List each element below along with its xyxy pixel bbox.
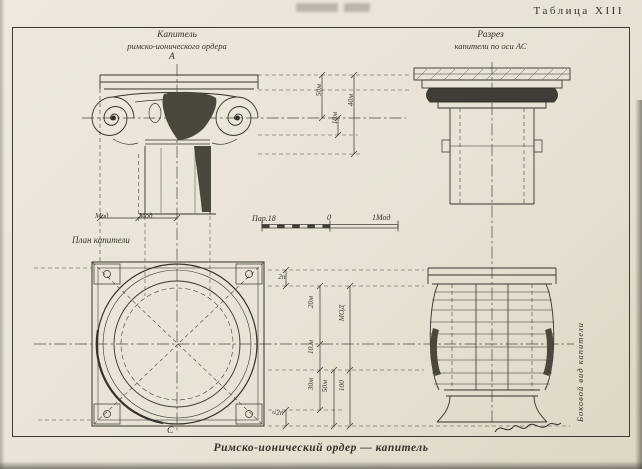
dimension-label-10m-top: 10м	[330, 112, 339, 125]
dimension-label-10m: 10.м	[306, 340, 315, 355]
print-bleed-artifact	[296, 3, 338, 12]
volute-right-eye	[235, 115, 240, 121]
bolster-shadow-right	[543, 328, 554, 376]
dimension-chains-middle	[282, 266, 354, 430]
dimension-label-50m-top: 50м	[314, 84, 323, 97]
dimension-label-mod-1: Мод	[95, 211, 109, 220]
centerlines	[34, 62, 574, 430]
plan-title: План капители	[72, 235, 130, 245]
plan-corner-volutes	[93, 263, 263, 425]
dimension-label-100: 100	[337, 380, 346, 392]
side-view	[427, 267, 557, 423]
elevation-view	[91, 74, 259, 215]
dimension-label-mod-2: Мод	[139, 211, 153, 220]
volute-left-eye	[111, 115, 116, 121]
section-title-line1: Разрез	[477, 30, 504, 40]
scale-zero-label: 0	[327, 213, 331, 222]
shaft-shadow	[194, 146, 211, 212]
axis-marker-c: С	[167, 426, 174, 436]
photo-edge-right	[635, 100, 642, 469]
volute-right-spiral	[215, 96, 259, 136]
elevation-title: Капитель римско-ионического ордера	[92, 29, 262, 52]
dimension-chains-top	[318, 71, 358, 158]
section-hatch	[415, 68, 568, 81]
plate-caption: Римско-ионический ордер — капитель	[213, 442, 429, 454]
scale-left-label: Пар.18	[252, 214, 276, 223]
scale-bar	[261, 220, 399, 232]
plate-number: Таблица XIII	[533, 5, 624, 17]
side-view-title: Боковой вид капители	[575, 322, 585, 422]
elevation-title-line2: римско-ионического ордера	[127, 41, 227, 52]
technical-drawing	[34, 62, 574, 433]
plan-view	[91, 261, 265, 427]
dimension-label-2p-bottom: ≈2п	[272, 408, 284, 417]
dimension-label-30m: 30м	[306, 378, 315, 391]
dimension-label-50m-bottom: 50м	[320, 380, 329, 393]
plan-circle-shade	[95, 329, 164, 425]
projection-lines	[34, 216, 211, 421]
axis-marker-a: А	[169, 52, 175, 62]
dimension-label-mod-v: МОД	[337, 305, 346, 322]
dimension-label-20m: 20м	[306, 296, 315, 309]
scale-right-label: 1Мод	[372, 213, 391, 222]
bolster-shadow-left	[430, 328, 441, 376]
extension-lines-middle	[268, 269, 570, 427]
capital-shadow	[162, 91, 217, 140]
plate-frame	[12, 27, 630, 437]
photo-edge-left	[0, 0, 5, 469]
dimension-label-40m-top: 40м	[346, 94, 355, 107]
section-title-line2: капители по оси АС	[454, 41, 527, 52]
section-ovolo	[426, 87, 558, 103]
photo-edge-bottom	[0, 461, 642, 469]
volute-left-spiral	[91, 96, 135, 136]
section-title: Разрез капители по оси АС	[418, 29, 563, 52]
plan-diagonals	[91, 261, 265, 427]
elevation-dimension-line	[96, 89, 181, 262]
extension-lines-top	[258, 74, 412, 155]
elevation-title-line1: Капитель	[157, 30, 197, 40]
signature	[494, 422, 562, 433]
section-view	[413, 67, 571, 205]
dimension-label-2p-top: 2п	[278, 272, 286, 281]
print-bleed-artifact	[344, 3, 370, 12]
